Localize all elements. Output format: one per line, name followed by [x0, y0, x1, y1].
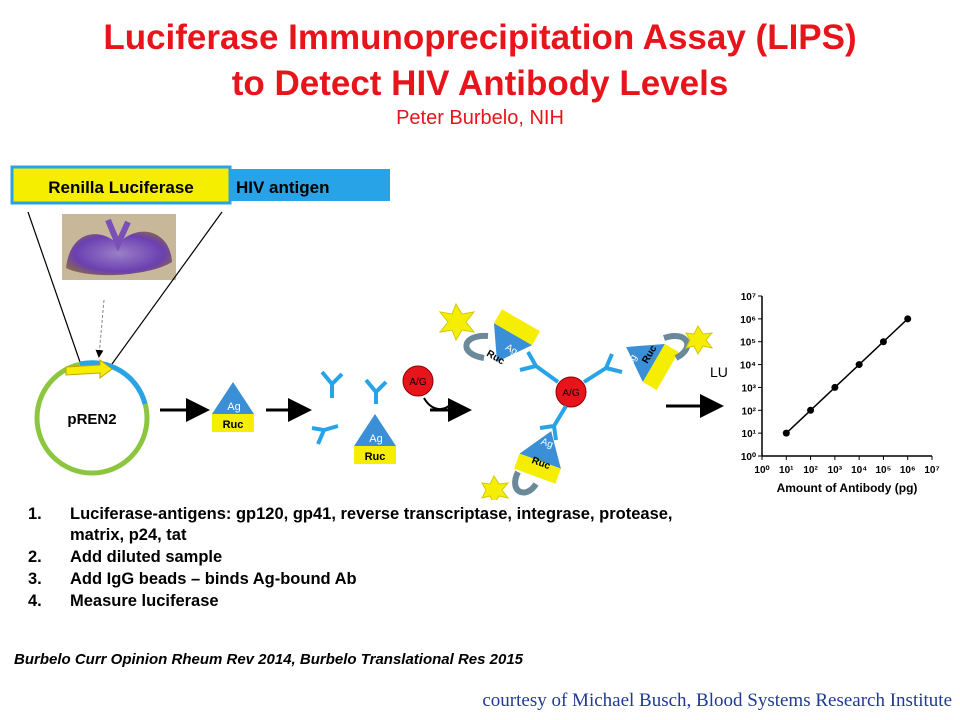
step-number: 4.: [28, 592, 42, 610]
step-text: Add IgG beads – binds Ag-bound Ab: [70, 570, 357, 588]
y-tick-label: 10³: [742, 383, 757, 394]
immune-complex: A/G Ag Ruc Ag Ruc Ag Ruc: [463, 309, 691, 496]
series-line: [785, 318, 909, 434]
luciferase-antigen-1: Ag Ruc: [212, 382, 254, 432]
step-text: Measure luciferase: [70, 592, 219, 610]
step-text: Add diluted sample: [70, 548, 223, 566]
ag-bead-label-1: A/G: [409, 377, 426, 388]
step-2: 2. Add diluted sample: [28, 547, 888, 568]
ag-label-1: Ag: [227, 401, 240, 413]
ruc-label-2: Ruc: [365, 451, 386, 463]
antibodies: [311, 370, 388, 445]
luciferase-antigen-2: Ag Ruc: [354, 414, 396, 464]
x-tick-label: 10²: [803, 465, 818, 476]
ag-label-5: Ag: [539, 436, 554, 451]
data-point: [855, 361, 863, 369]
antibody-standard-curve: 10⁰ 10¹ 10² 10³ 10⁴ 10⁵ 10⁶ 10⁷ 10⁰ 10¹ 10² 10³ 10⁴ 1…: [740, 292, 940, 495]
data-point: [904, 315, 912, 323]
data-point: [807, 406, 815, 414]
y-tick-label: 10²: [742, 406, 757, 417]
antigen-bar: [230, 169, 390, 201]
step-text: Luciferase-antigens: gp120, gp41, revers…: [70, 505, 673, 523]
y-tick-label: 10¹: [742, 429, 757, 440]
fusion-construct: Renilla Luciferase HIV antigen: [10, 165, 390, 205]
slide-title-line-2: to Detect HIV Antibody Levels: [231, 64, 729, 103]
step-3: 3. Add IgG beads – binds Ag-bound Ab: [28, 569, 888, 590]
x-tick-label: 10⁶: [900, 465, 916, 476]
step-number: 1.: [28, 505, 42, 523]
plasmid-label: pREN2: [67, 411, 116, 428]
luciferase-structure-image: [62, 214, 176, 280]
antigen-label: HIV antigen: [236, 178, 330, 197]
slide-subtitle: Peter Burbelo, NIH: [396, 107, 564, 129]
step-1: 1. Luciferase-antigens: gp120, gp41, rev…: [28, 504, 888, 546]
ag-label-3: Ag: [503, 342, 519, 358]
protein-ag-bead-free: A/G: [402, 365, 453, 410]
data-point: [879, 338, 887, 346]
y-tick-label: 10⁵: [740, 338, 756, 349]
step-4: 4. Measure luciferase: [28, 591, 888, 612]
x-tick-label: 10¹: [779, 465, 794, 476]
y-tick-label: 10⁴: [740, 361, 756, 372]
lips-diagram: Renilla Luciferase HIV antigen pREN2 Ag …: [10, 165, 940, 500]
slide-title-line-1: Luciferase Immunoprecipitation Assay (LI…: [103, 18, 857, 57]
ag-label-2: Ag: [369, 433, 382, 445]
luminescence-flashes: [438, 302, 714, 500]
y-tick-label: 10⁶: [740, 315, 756, 326]
ag-label-4: Ag: [624, 353, 640, 369]
x-tick-label: 10³: [828, 465, 843, 476]
citation: Burbelo Curr Opinion Rheum Rev 2014, Bur…: [14, 651, 524, 668]
plasmid: pREN2: [34, 359, 150, 476]
ag-bead-label-2: A/G: [562, 388, 579, 399]
step-number: 2.: [28, 548, 42, 566]
ruc-label-1: Ruc: [223, 419, 244, 431]
x-tick-label: 10⁰: [754, 465, 769, 476]
luciferase-label: Renilla Luciferase: [48, 178, 194, 197]
x-tick-label: 10⁵: [876, 465, 892, 476]
y-tick-label: 10⁰: [741, 452, 756, 463]
procedure-steps: 1. Luciferase-antigens: gp120, gp41, rev…: [28, 504, 888, 613]
step-number: 3.: [28, 570, 42, 588]
x-tick-label: 10⁷: [924, 465, 939, 476]
x-tick-label: 10⁴: [851, 465, 867, 476]
data-point: [782, 429, 790, 437]
courtesy-line: courtesy of Michael Busch, Blood Systems…: [482, 690, 952, 711]
y-tick-label: 10⁷: [741, 292, 756, 303]
data-point: [831, 383, 839, 391]
lu-axis-label: LU: [710, 364, 728, 380]
x-axis-title: Amount of Antibody (pg): [777, 481, 918, 495]
step-text-continued: matrix, p24, tat: [70, 526, 187, 544]
